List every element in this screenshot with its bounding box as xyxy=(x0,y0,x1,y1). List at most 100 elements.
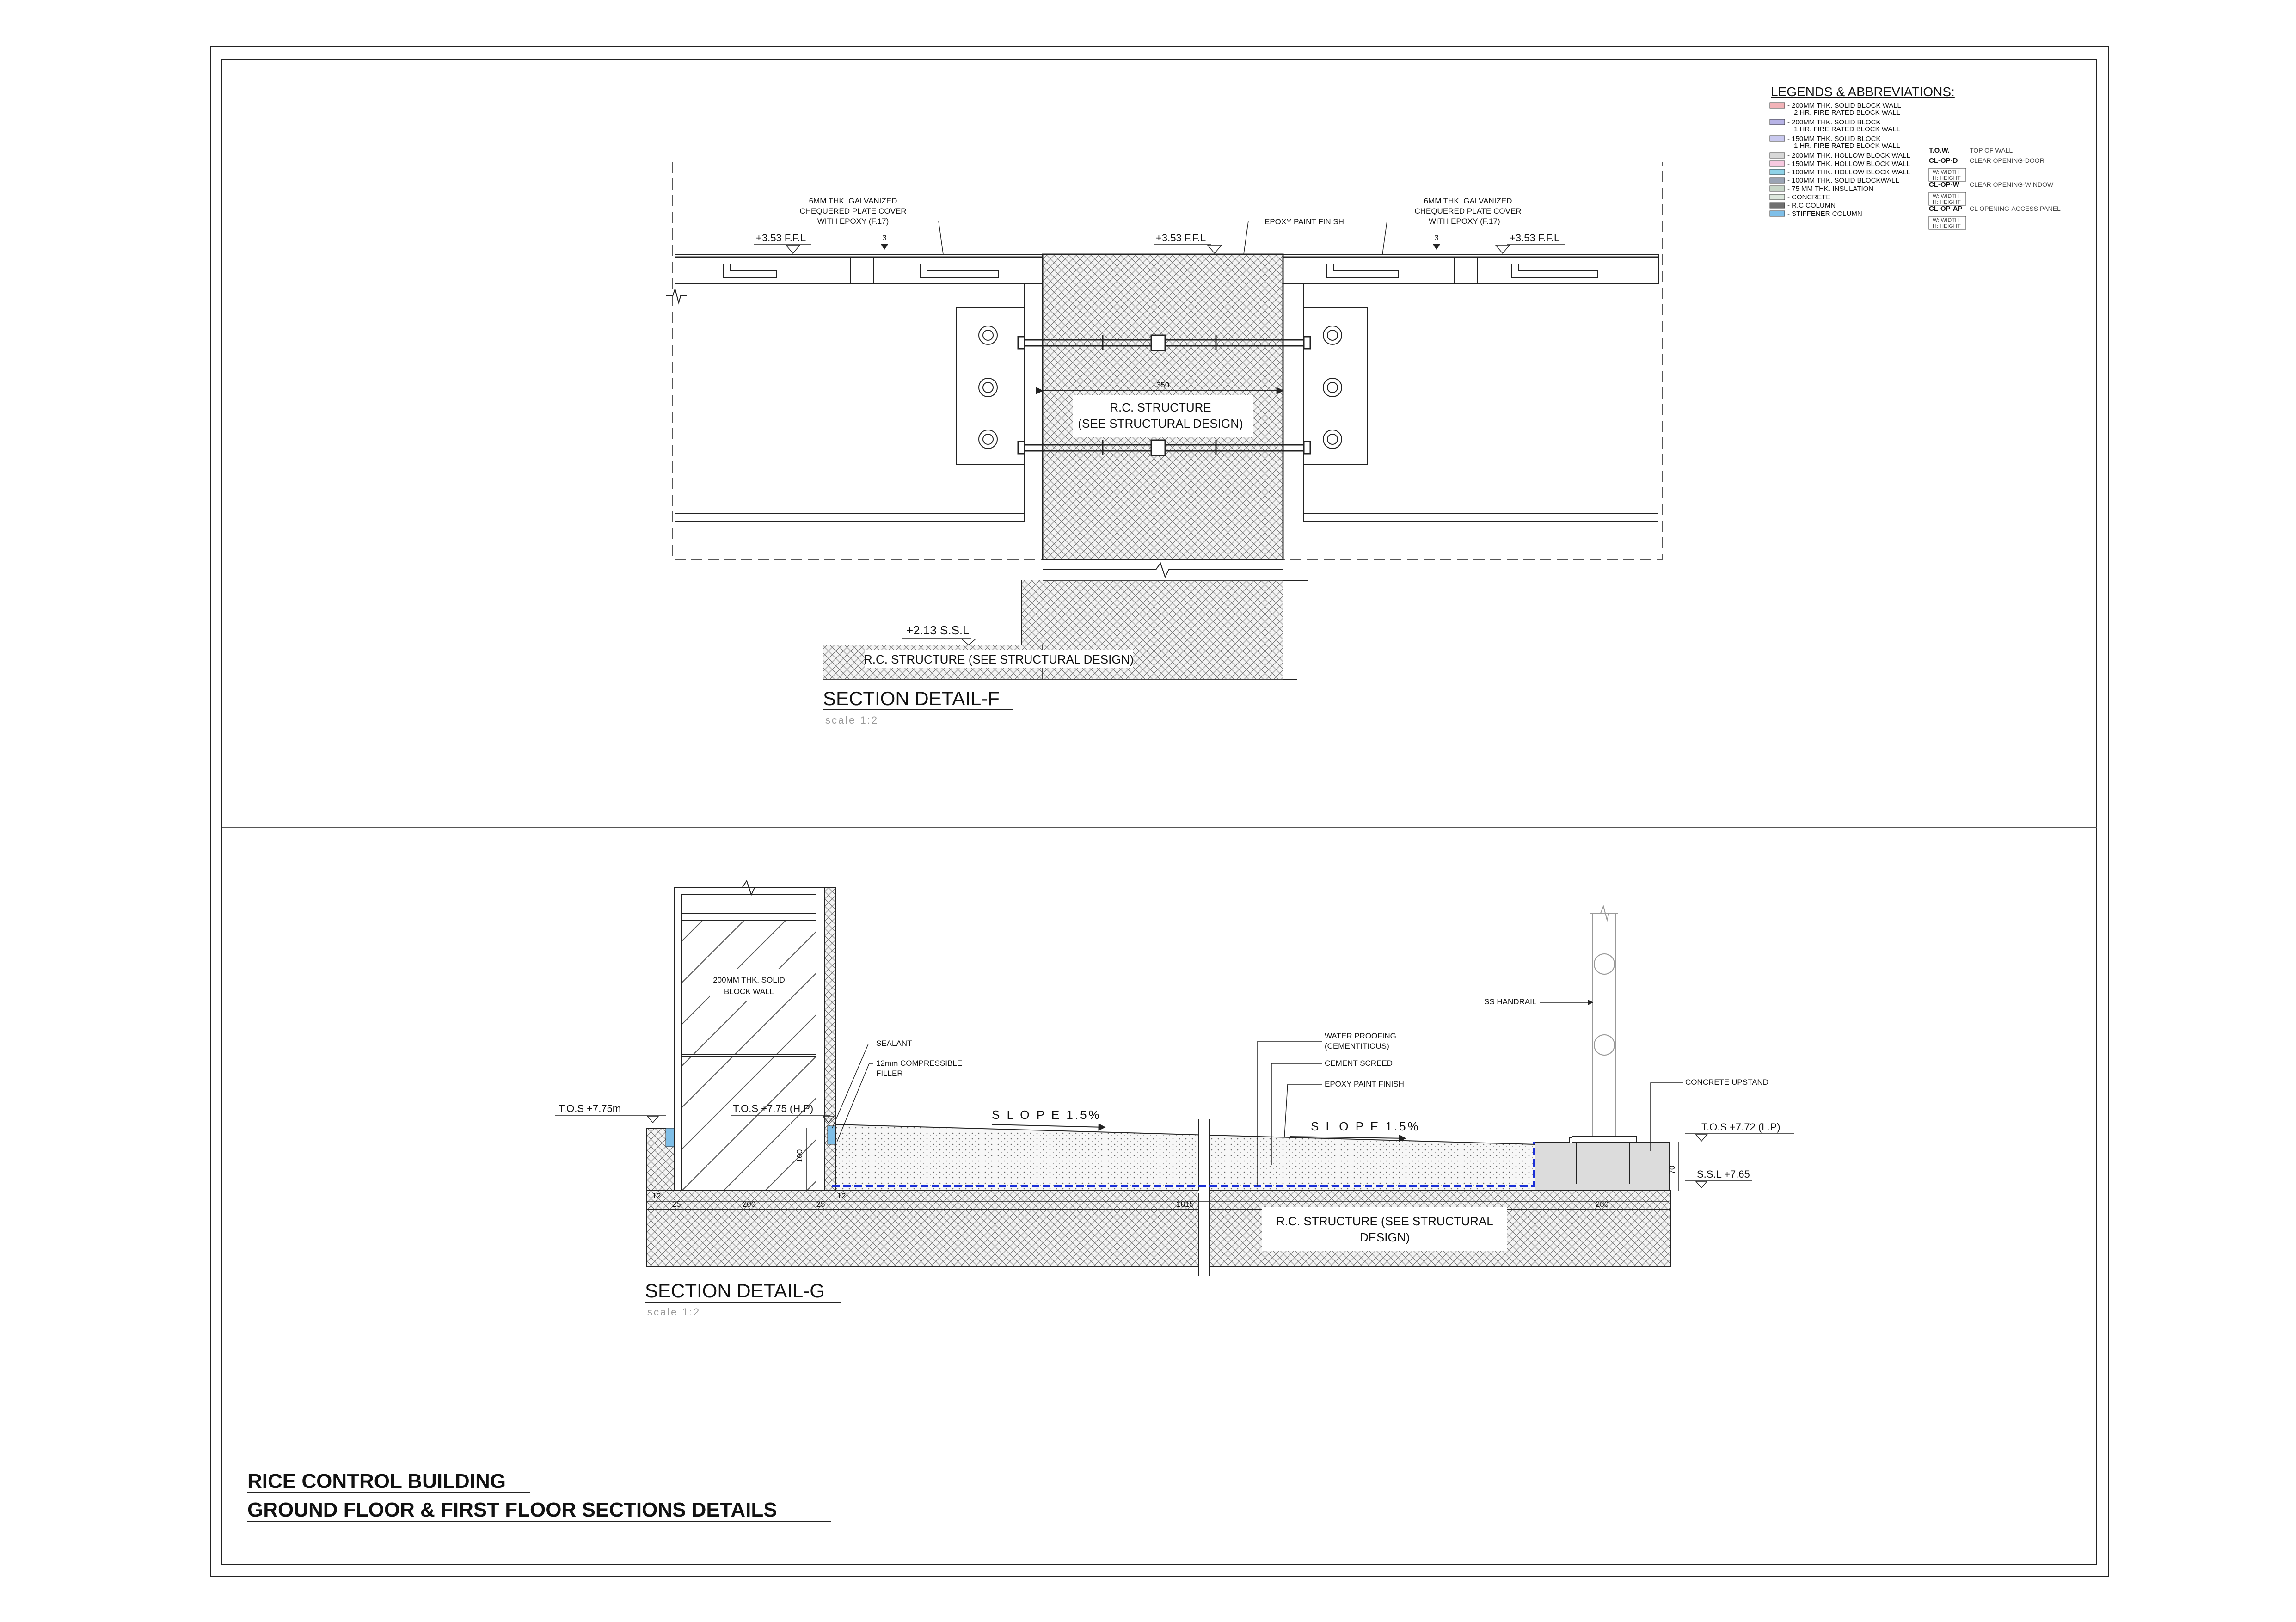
section-f-title: SECTION DETAIL-F xyxy=(823,688,1000,709)
plate-note-left-2: CHEQUERED PLATE COVER xyxy=(799,207,906,215)
legend-item-label: - STIFFENER COLUMN xyxy=(1787,210,1862,218)
cement-screed-note: CEMENT SCREED xyxy=(1325,1059,1393,1068)
abbr-code: CL-OP-D xyxy=(1929,157,1958,165)
legend-swatch xyxy=(1769,194,1785,200)
filler-column xyxy=(824,887,836,1191)
legend-item-label: - 150MM THK. HOLLOW BLOCK WALL xyxy=(1787,160,1910,168)
rc-structure-bottom: R.C. STRUCTURE (SEE STRUCTURAL DESIGN) xyxy=(864,652,1134,666)
sealant-right xyxy=(827,1125,836,1145)
plate-note-left-1: 6MM THK. GALVANIZED xyxy=(809,197,897,205)
inner-frame xyxy=(221,59,2097,1565)
rc-label-2: DESIGN) xyxy=(1360,1230,1410,1244)
sloped-screed xyxy=(835,1124,1535,1191)
through-bolts xyxy=(1017,334,1311,456)
section-g-title: SECTION DETAIL-G xyxy=(645,1280,825,1302)
waterproofing-line xyxy=(832,1142,1535,1187)
dim-350: 350 xyxy=(1156,381,1169,389)
plate-tag-right: 3 xyxy=(1434,233,1438,242)
tos-left: T.O.S +7.75m xyxy=(559,1103,621,1114)
abbr-dim: W: WIDTH xyxy=(1933,169,1959,175)
wall-label-2: BLOCK WALL xyxy=(724,987,774,996)
wall-label-1: 200MM THK. SOLID xyxy=(713,976,785,984)
rc-structure-label: R.C. STRUCTURE xyxy=(1110,400,1211,414)
abbr-desc: TOP OF WALL xyxy=(1970,147,2013,154)
abbr-desc: CLEAR OPENING-DOOR xyxy=(1970,157,2044,164)
abbr-box xyxy=(1928,192,1966,206)
legend-swatch xyxy=(1769,210,1785,217)
level-markers: +3.53 F.F.L +3.53 F.F.L +3.53 F.F.L 3 3 xyxy=(754,232,1565,254)
legend-item-sublabel: 1 HR. FIRE RATED BLOCK WALL xyxy=(1794,142,1900,150)
legend-swatch xyxy=(1769,152,1785,159)
legend-item-label: - 100MM THK. HOLLOW BLOCK WALL xyxy=(1787,168,1910,176)
abbr-desc: CLEAR OPENING-WINDOW xyxy=(1970,181,2054,188)
legend-swatch xyxy=(1769,169,1785,175)
legend-item-label: - 200MM THK. SOLID BLOCK WALL xyxy=(1787,102,1901,110)
end-plate-right xyxy=(1303,307,1368,465)
channel-profiles xyxy=(723,257,1598,284)
abbr-desc: CL OPENING-ACCESS PANEL xyxy=(1970,205,2061,212)
end-plate-left xyxy=(956,307,1025,465)
title-block: RICE CONTROL BUILDING GROUND FLOOR & FIR… xyxy=(247,1470,831,1522)
ffl-mid: +3.53 F.F.L xyxy=(1156,232,1206,244)
filler-note-1: 12mm COMPRESSIBLE xyxy=(876,1059,962,1068)
rc-base-step xyxy=(1022,580,1043,645)
legend-swatch xyxy=(1769,102,1785,109)
plate-tag-left: 3 xyxy=(882,233,886,242)
dim-1815: 1815 xyxy=(1176,1200,1194,1209)
dim-200: 200 xyxy=(743,1200,755,1209)
legend-item-label: - 100MM THK. SOLID BLOCKWALL xyxy=(1787,177,1899,184)
legend-swatch xyxy=(1769,119,1785,125)
rc-label-1: R.C. STRUCTURE (SEE STRUCTURAL xyxy=(1276,1214,1493,1228)
slope-label-2: S L O P E 1.5% xyxy=(1311,1119,1420,1133)
dim-70: 70 xyxy=(1668,1166,1676,1174)
section-g-scale: scale 1:2 xyxy=(647,1306,700,1318)
slab-top-band xyxy=(646,1190,1671,1210)
handrail-post xyxy=(1592,913,1616,1140)
upstand-note: CONCRETE UPSTAND xyxy=(1685,1078,1768,1087)
legend-item-sublabel: 2 HR. FIRE RATED BLOCK WALL xyxy=(1794,109,1900,117)
base-slab xyxy=(646,1209,1671,1267)
dim-100: 100 xyxy=(795,1149,804,1162)
abbr-dim: W: WIDTH xyxy=(1933,193,1959,199)
plate-note-right-2: CHEQUERED PLATE COVER xyxy=(1414,207,1521,215)
legend-swatch xyxy=(1769,185,1785,192)
legend-item-label: - 75 MM THK. INSULATION xyxy=(1787,185,1873,193)
dim-12-right: 12 xyxy=(837,1192,846,1200)
legend-swatch xyxy=(1769,177,1785,184)
plate-note-left-3: WITH EPOXY (F.17) xyxy=(817,217,889,226)
concrete-upstand xyxy=(1535,1142,1670,1191)
abbr-dim: H: HEIGHT xyxy=(1933,175,1961,181)
abbr-code: CL-OP-AP xyxy=(1929,205,1963,213)
legend-abbreviations: T.O.W. TOP OF WALL CL-OP-D CLEAR OPENING-DO… xyxy=(1928,147,2061,230)
legend-swatch xyxy=(1769,202,1785,209)
legend-item-label: - R.C COLUMN xyxy=(1787,202,1836,209)
abbr-dim: H: HEIGHT xyxy=(1933,199,1961,205)
epoxy-note-g: EPOXY PAINT FINISH xyxy=(1325,1080,1404,1088)
legend: LEGENDS & ABBREVIATIONS: - 200MM THK. SO… xyxy=(1769,85,2061,230)
floor-plate-right xyxy=(1283,254,1659,284)
legend-item-label: - 200MM THK. HOLLOW BLOCK WALL xyxy=(1787,152,1910,160)
dim-280: 280 xyxy=(1596,1200,1608,1209)
drawing-title: GROUND FLOOR & FIRST FLOOR SECTIONS DETA… xyxy=(247,1499,777,1521)
rc-structure-note: (SEE STRUCTURAL DESIGN) xyxy=(1078,417,1243,430)
ssl-level: +2.13 S.S.L xyxy=(906,623,970,637)
ffl-left: +3.53 F.F.L xyxy=(756,232,806,244)
section-f-scale: scale 1:2 xyxy=(825,714,878,726)
legend-swatch xyxy=(1769,160,1785,167)
abbr-dim: W: WIDTH xyxy=(1933,217,1959,223)
filler-note-2: FILLER xyxy=(876,1069,903,1078)
bolt-heads xyxy=(978,326,1342,449)
abbr-box xyxy=(1928,216,1966,230)
tos-hp: T.O.S +7.75 (H.P) xyxy=(733,1103,813,1114)
epoxy-note: EPOXY PAINT FINISH xyxy=(1265,217,1344,226)
legend-item-label: - 150MM THK. SOLID BLOCK xyxy=(1787,135,1880,143)
bottom-dimensions: 12 25 200 25 12 1815 280 xyxy=(646,1192,1669,1209)
left-sealant xyxy=(665,1128,675,1147)
dim-25-right: 25 xyxy=(816,1200,825,1209)
sealant-note: SEALANT xyxy=(876,1039,912,1048)
plate-note-right-1: 6MM THK. GALVANIZED xyxy=(1424,197,1512,205)
legend-item-label: - 200MM THK. SOLID BLOCK xyxy=(1787,118,1880,126)
abbr-code: T.O.W. xyxy=(1929,147,1950,154)
